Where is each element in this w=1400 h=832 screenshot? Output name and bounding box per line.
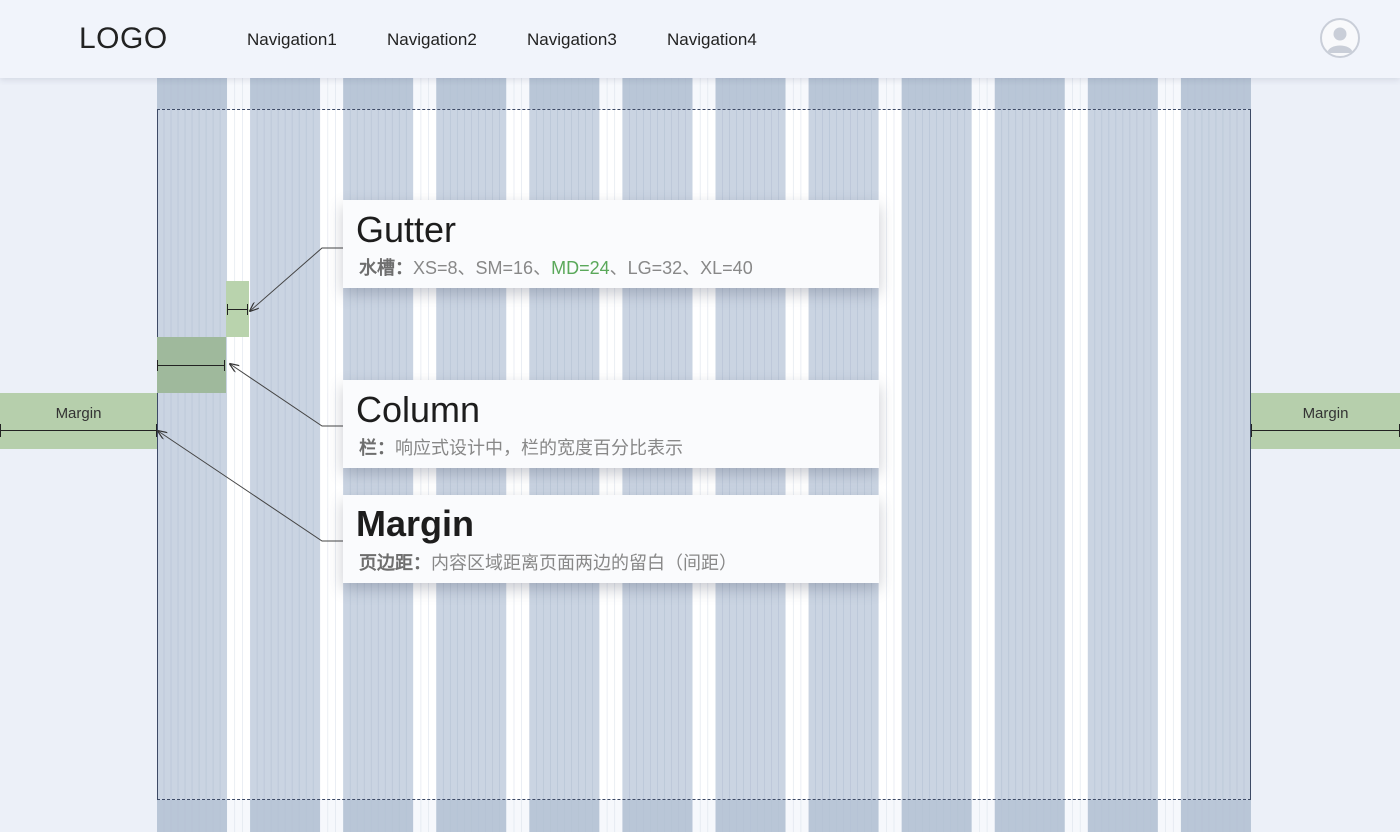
grid-gutter-outer <box>1064 800 1088 832</box>
gutter-values-a: XS=8、SM=16、 <box>413 258 552 278</box>
grid-gutter-outer <box>971 78 995 109</box>
margin-label: 页边距： <box>359 553 431 573</box>
gutter-values-highlight: MD=24 <box>551 258 610 278</box>
grid-gutter-outer <box>320 800 344 832</box>
grid-gutter-outer <box>785 78 809 109</box>
gutter-description: 水槽：XS=8、SM=16、MD=24、LG=32、XL=40 <box>359 254 753 280</box>
grid-gutter-outer <box>878 78 902 109</box>
gutter-dimension-line <box>227 309 248 310</box>
grid-gutter <box>1064 109 1088 800</box>
column-text: 响应式设计中，栏的宽度百分比表示 <box>395 438 683 458</box>
grid-gutter-outer <box>413 800 437 832</box>
grid-gutter-outer <box>506 78 530 109</box>
margin-callout-card: Margin 页边距：内容区域距离页面两边的留白（间距） <box>343 495 879 583</box>
nav-item-4[interactable]: Navigation4 <box>667 30 757 49</box>
margin-title: Margin <box>356 503 475 544</box>
dimension-cap <box>157 360 158 371</box>
column-callout-card: Column 栏：响应式设计中，栏的宽度百分比表示 <box>343 380 879 468</box>
column-description: 栏：响应式设计中，栏的宽度百分比表示 <box>359 434 683 460</box>
user-avatar-icon[interactable] <box>1320 18 1360 58</box>
nav-item-2[interactable]: Navigation2 <box>387 30 477 49</box>
grid-gutter-outer <box>413 78 437 109</box>
dimension-cap <box>156 424 157 437</box>
grid-gutter-outer <box>785 800 809 832</box>
gutter-values-b: 、LG=32、XL=40 <box>609 258 753 278</box>
grid-gutter-outer <box>878 800 902 832</box>
column-dimension-line <box>157 365 225 366</box>
margin-label-left: Margin <box>55 405 102 422</box>
grid-gutter <box>227 109 251 800</box>
grid-gutter <box>971 109 995 800</box>
grid-gutter-outer <box>227 78 251 109</box>
dimension-cap <box>224 360 225 371</box>
margin-band-left: Margin <box>0 393 157 449</box>
column-label: 栏： <box>359 438 395 458</box>
grid-gutter-outer <box>506 800 530 832</box>
grid-gutter-outer <box>320 78 344 109</box>
nav-item-3[interactable]: Navigation3 <box>527 30 617 49</box>
grid-gutter-outer <box>971 800 995 832</box>
dimension-cap <box>227 304 228 315</box>
margin-description: 页边距：内容区域距离页面两边的留白（间距） <box>359 549 737 575</box>
margin-label-right: Margin <box>1302 405 1349 422</box>
grid-gutter-outer <box>227 800 251 832</box>
grid-gutter-outer <box>1064 78 1088 109</box>
gutter-title: Gutter <box>356 209 457 250</box>
grid-gutter-outer <box>599 800 623 832</box>
gutter-callout-card: Gutter 水槽：XS=8、SM=16、MD=24、LG=32、XL=40 <box>343 200 879 288</box>
nav-item-1[interactable]: Navigation1 <box>247 30 337 49</box>
grid-gutter-outer <box>599 78 623 109</box>
grid-gutter-outer <box>692 800 716 832</box>
margin-dimension-line-left <box>0 430 157 431</box>
margin-band-right: Margin <box>1251 393 1400 449</box>
dimension-cap <box>1251 424 1252 437</box>
grid-gutter-outer <box>1157 800 1181 832</box>
margin-dimension-line-right <box>1251 430 1400 431</box>
grid-gutter-outer <box>1157 78 1181 109</box>
grid-gutter <box>1157 109 1181 800</box>
grid-gutter <box>320 109 344 800</box>
column-title: Column <box>356 389 481 430</box>
logo[interactable]: LOGO <box>79 22 168 55</box>
dimension-cap <box>0 424 1 437</box>
margin-text: 内容区域距离页面两边的留白（间距） <box>431 553 737 573</box>
top-navigation-bar: LOGO Navigation1 Navigation2 Navigation3… <box>0 0 1400 78</box>
dimension-cap <box>247 304 248 315</box>
grid-gutter <box>878 109 902 800</box>
grid-gutter-outer <box>692 78 716 109</box>
gutter-label: 水槽： <box>359 258 413 278</box>
